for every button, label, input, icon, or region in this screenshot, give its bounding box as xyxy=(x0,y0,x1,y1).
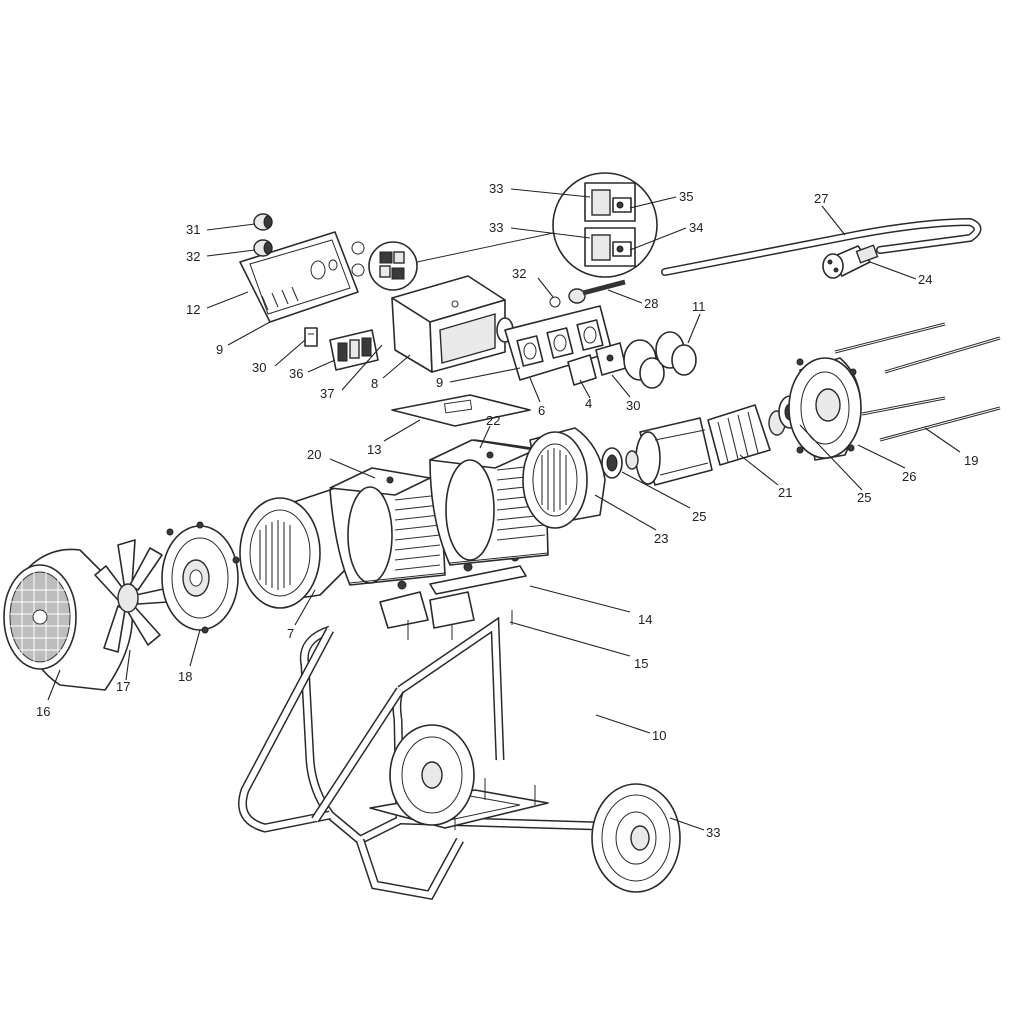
callout-9: 9 xyxy=(436,375,443,390)
callout-7: 7 xyxy=(287,626,294,641)
callout-labels: 31 32 12 9 30 36 37 8 33 33 35 34 27 24 … xyxy=(36,181,978,840)
callout-34: 34 xyxy=(689,220,703,235)
leader-lines xyxy=(47,188,961,831)
callout-26: 26 xyxy=(902,469,916,484)
sockets-and-gaskets xyxy=(567,331,697,389)
callout-6: 6 xyxy=(538,403,545,418)
small-electrical-parts xyxy=(304,327,379,371)
callout-10: 10 xyxy=(652,728,666,743)
callout-9: 9 xyxy=(216,342,223,357)
switch-detail-small xyxy=(368,231,559,291)
callout-23: 23 xyxy=(654,531,668,546)
callout-12: 12 xyxy=(186,302,200,317)
rotor xyxy=(625,404,786,486)
callout-30: 30 xyxy=(626,398,640,413)
cooling-fan xyxy=(94,539,169,653)
callout-4: 4 xyxy=(585,396,592,411)
callout-25: 25 xyxy=(692,509,706,524)
motor-housing-left xyxy=(329,467,446,586)
electrical-box xyxy=(391,275,514,373)
callout-19: 19 xyxy=(964,453,978,468)
callout-21: 21 xyxy=(778,485,792,500)
callout-27: 27 xyxy=(814,191,828,206)
callout-20: 20 xyxy=(307,447,321,462)
callout-37: 37 xyxy=(320,386,334,401)
callout-25: 25 xyxy=(857,490,871,505)
callout-15: 15 xyxy=(634,656,648,671)
callout-8: 8 xyxy=(371,376,378,391)
callout-32: 32 xyxy=(512,266,526,281)
stator-housing xyxy=(239,489,347,609)
callout-14: 14 xyxy=(638,612,652,627)
callout-13: 13 xyxy=(367,442,381,457)
power-cable xyxy=(661,217,982,276)
rear-end-plate xyxy=(788,357,862,461)
callout-18: 18 xyxy=(178,669,192,684)
switch-detail-large xyxy=(552,172,658,278)
front-wheel xyxy=(591,783,681,893)
trolley-frame xyxy=(238,590,601,901)
callout-31: 31 xyxy=(186,222,200,237)
callout-32: 32 xyxy=(186,249,200,264)
switch-panel xyxy=(504,305,613,381)
callout-17: 17 xyxy=(116,679,130,694)
callout-35: 35 xyxy=(679,189,693,204)
mounting-brackets xyxy=(379,552,527,640)
callout-16: 16 xyxy=(36,704,50,719)
front-housing xyxy=(522,427,606,529)
callout-22: 22 xyxy=(486,413,500,428)
cover-plate xyxy=(391,394,531,427)
callout-28: 28 xyxy=(644,296,658,311)
callout-36: 36 xyxy=(289,366,303,381)
callout-11: 11 xyxy=(692,299,706,314)
tie-rods xyxy=(834,322,1001,442)
bearing-left xyxy=(601,447,623,479)
cable-glands xyxy=(253,213,626,308)
callout-33: 33 xyxy=(706,825,720,840)
rear-wheel xyxy=(389,724,475,826)
callout-24: 24 xyxy=(918,272,932,287)
callout-33: 33 xyxy=(489,181,503,196)
power-plug xyxy=(822,244,879,279)
callout-30: 30 xyxy=(252,360,266,375)
terminal-box-lid xyxy=(239,231,359,323)
end-shield xyxy=(161,521,240,634)
callout-33: 33 xyxy=(489,220,503,235)
